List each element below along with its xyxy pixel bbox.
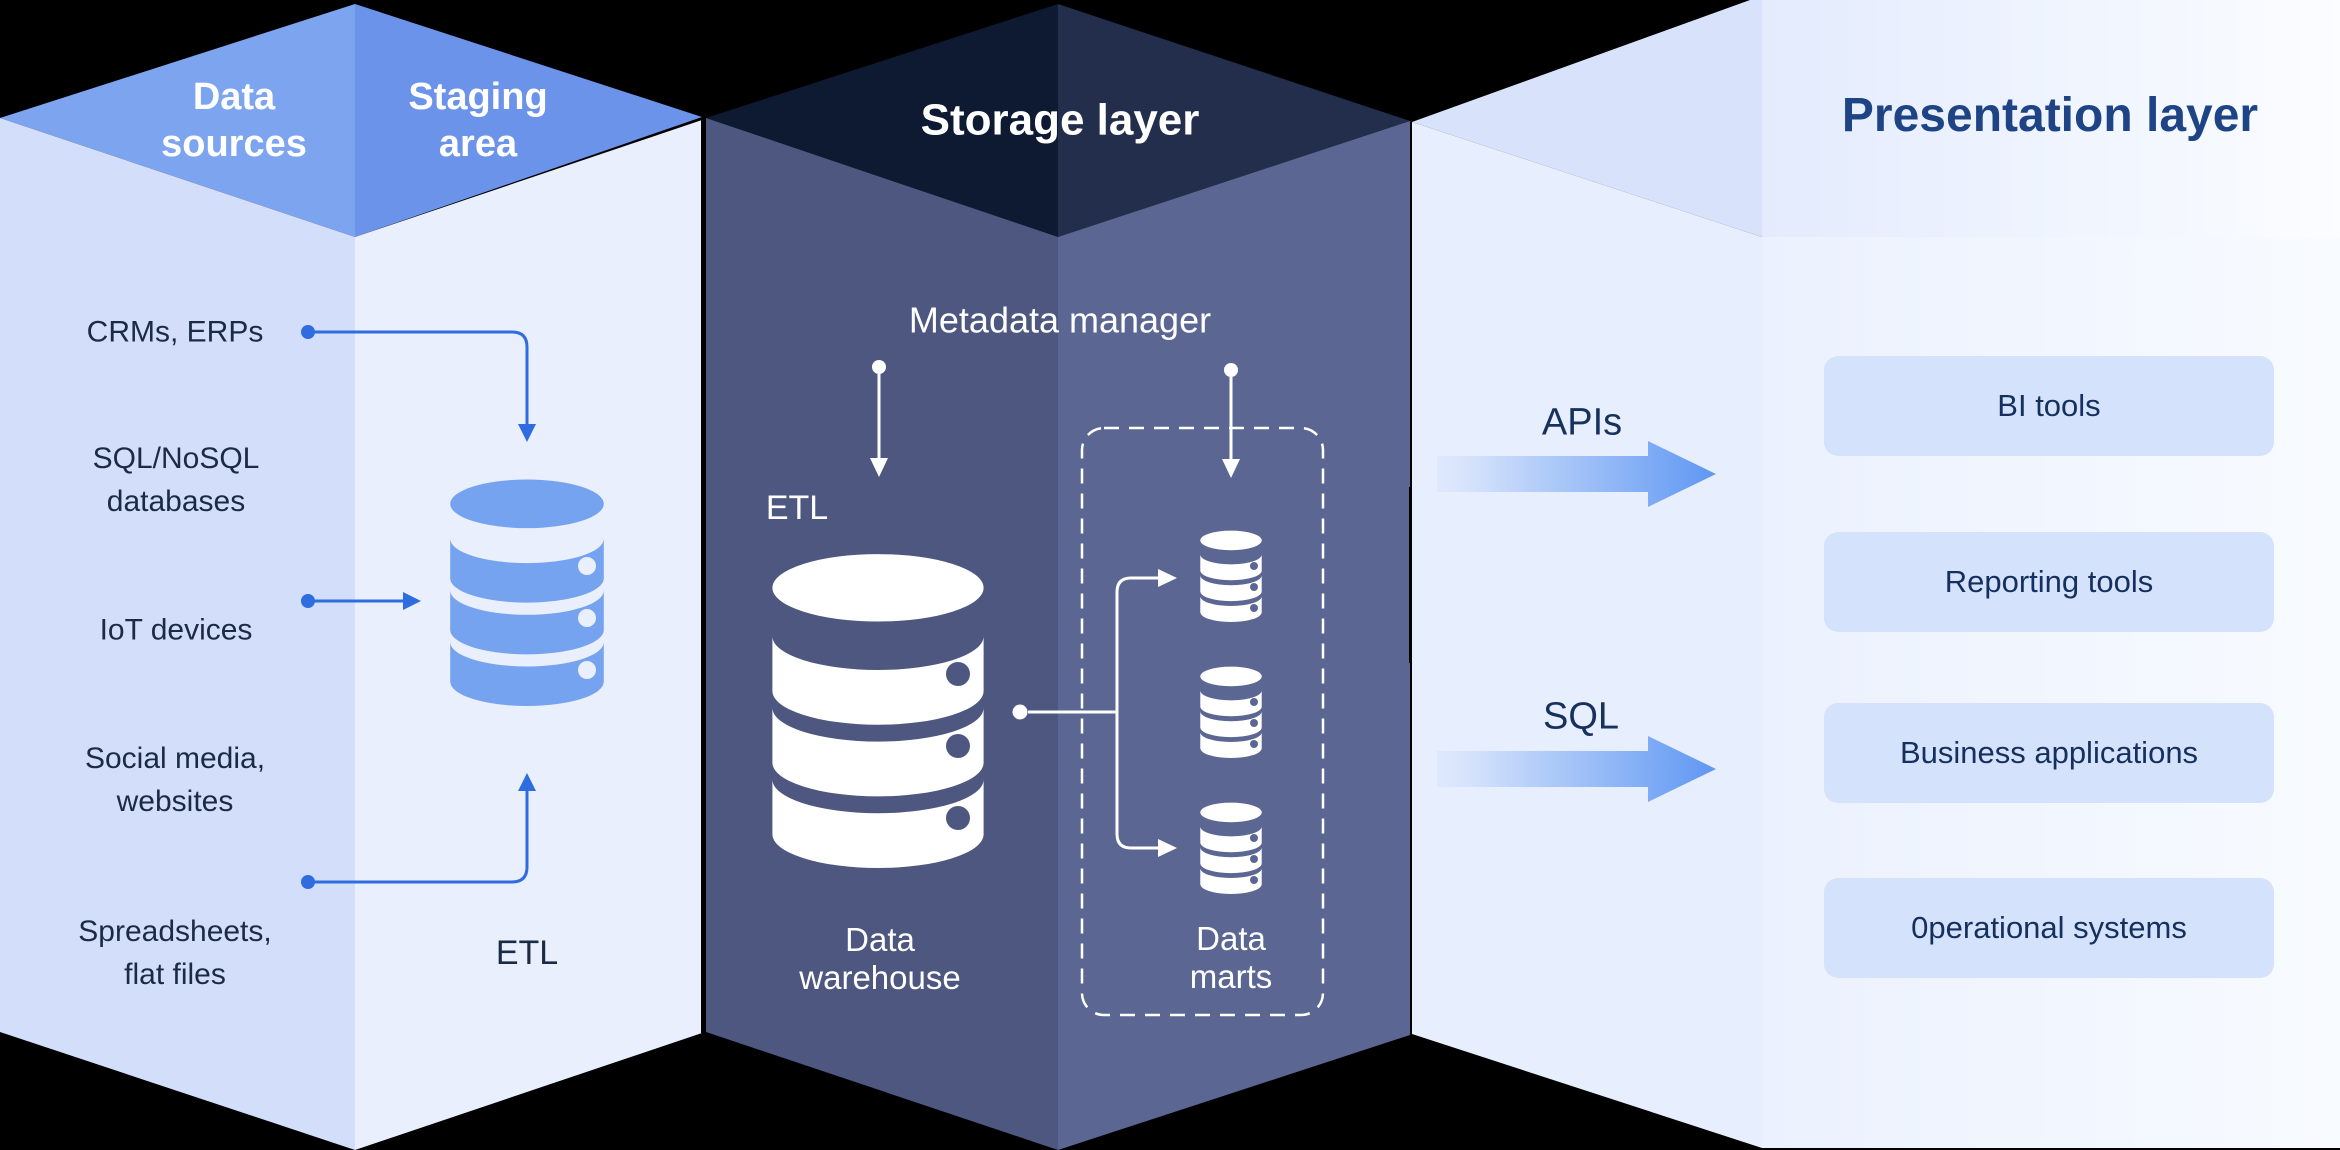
spreadsheets-connector-dot (301, 875, 315, 889)
presentation-header: Presentation layer (1841, 89, 2259, 142)
storage-etl-label: ETL (765, 488, 829, 527)
source-item-line: databases (106, 485, 246, 518)
spreadsheets-connector (308, 790, 529, 884)
staging-header: Staging area (408, 74, 547, 168)
source-item-line: flat files (124, 958, 226, 991)
data-marts-label-line1: Data (1196, 920, 1266, 957)
metadata-manager-label: Metadata manager (908, 299, 1212, 341)
presentation-item-business-applications: Business applications (1824, 703, 2274, 803)
staging-etl-label: ETL (495, 933, 559, 972)
data-sources-header: Data sources (161, 74, 307, 168)
presentation-item-label: 0perational systems (1911, 910, 2187, 945)
data-warehouse-label: Data warehouse (799, 921, 960, 997)
presentation-item-label: BI tools (1997, 388, 2101, 423)
staging-header-line1: Staging (408, 76, 548, 118)
presentation-face-fold (1412, 122, 1762, 1148)
source-item-line: websites (116, 785, 234, 818)
apis-flow-label: APIs (1541, 401, 1623, 444)
presentation-roof (1762, 0, 2340, 237)
data-marts-label: Data marts (1190, 920, 1273, 996)
mart3-arrowhead-icon (1158, 839, 1177, 857)
data-sources-roof (0, 4, 355, 237)
crm-connector (308, 330, 529, 426)
spreadsheets-arrowhead-icon (518, 773, 536, 791)
iot-arrowhead-icon (403, 592, 421, 610)
staging-header-line2: area (438, 123, 518, 165)
storage-face-left (706, 118, 1058, 1150)
source-item-line: SQL/NoSQL (92, 442, 260, 475)
storage-roof-left (706, 4, 1058, 237)
warehouse-marts-connector (1028, 576, 1160, 850)
data-marts-boundary (1080, 426, 1325, 1017)
source-item-social: Social media, websites (85, 737, 265, 823)
staging-database-icon (450, 479, 604, 706)
staging-roof (355, 4, 702, 237)
crm-connector-dot (301, 325, 315, 339)
source-item-line: Spreadsheets, (78, 915, 272, 948)
data-marts-label-line2: marts (1189, 958, 1273, 995)
mart1-arrowhead-icon (1158, 569, 1177, 587)
source-item-crms: CRMs, ERPs (87, 311, 264, 354)
storage-header: Storage layer (920, 95, 1200, 145)
warehouse-database-icon (772, 554, 984, 868)
metadata-etl-arrow (870, 360, 888, 477)
source-item-spreadsheets: Spreadsheets, flat files (78, 910, 271, 996)
apis-flow-arrow-icon (1437, 441, 1716, 507)
data-warehouse-label-line2: warehouse (799, 959, 961, 996)
data-warehouse-label-line1: Data (845, 921, 915, 958)
data-mart-icon-2 (1200, 666, 1262, 758)
presentation-item-operational-systems: 0perational systems (1824, 878, 2274, 978)
source-item-databases: SQL/NoSQL databases (93, 437, 260, 523)
source-item-iot: IoT devices (100, 609, 253, 652)
crm-arrowhead-icon (518, 424, 536, 442)
presentation-item-bi-tools: BI tools (1824, 356, 2274, 456)
presentation-item-label: Business applications (1899, 735, 2199, 770)
panel-gap-line (701, 120, 706, 1033)
presentation-roof-fold (1412, 0, 1762, 237)
iot-connector-dot (301, 594, 315, 608)
source-item-line: IoT devices (99, 613, 253, 647)
data-mart-icon-3 (1200, 802, 1262, 894)
warehouse-connector-dot (1012, 704, 1028, 720)
source-item-line: Social media, (84, 742, 266, 775)
presentation-item-reporting-tools: Reporting tools (1824, 532, 2274, 632)
storage-face-right (1058, 121, 1410, 1150)
source-item-line: CRMs, ERPs (86, 315, 264, 349)
metadata-marts-arrow (1222, 363, 1240, 478)
storage-roof-right (1058, 4, 1410, 237)
panel-gap-shadow (1409, 487, 1412, 663)
sql-flow-label: SQL (1542, 695, 1620, 738)
data-mart-icon-1 (1200, 530, 1262, 622)
presentation-item-label: Reporting tools (1944, 564, 2154, 599)
data-sources-header-line1: Data (192, 76, 276, 118)
sql-flow-arrow-icon (1437, 736, 1716, 802)
data-sources-face (0, 118, 355, 1150)
data-sources-header-line2: sources (161, 123, 307, 165)
